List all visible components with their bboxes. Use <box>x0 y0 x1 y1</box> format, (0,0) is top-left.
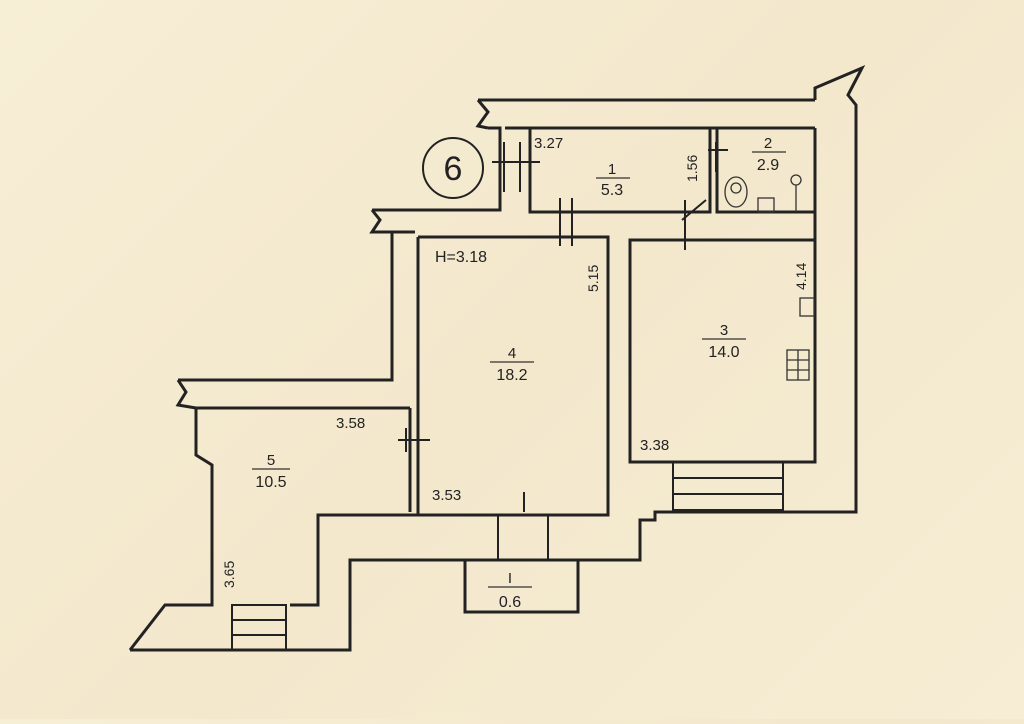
kitchen-fixtures <box>786 297 815 381</box>
room-2-label: 2 2.9 <box>752 135 786 174</box>
room-area: 5.3 <box>601 182 623 199</box>
room-area: 0.6 <box>499 594 521 611</box>
outer-walls <box>128 64 866 652</box>
room-4-label: 4 18.2 <box>490 345 534 384</box>
entrance-box <box>463 515 580 614</box>
room-number: 1 <box>608 161 616 178</box>
dimension-room1-top: 3.27 <box>534 135 563 152</box>
dimension-room4-bottom: 3.53 <box>432 487 461 504</box>
dimension-room3-side: 4.14 <box>793 263 809 290</box>
inner-walls <box>290 126 817 607</box>
room-number: I <box>508 570 512 587</box>
dimension-room1-side: 1.56 <box>684 155 700 182</box>
stairs-room-3 <box>672 461 784 511</box>
room-number: 4 <box>508 345 516 362</box>
apartment-number-badge: 6 <box>422 137 484 199</box>
bathroom-fixtures <box>724 174 802 213</box>
room-5-label: 5 10.5 <box>252 452 290 491</box>
room-number: 2 <box>764 135 772 152</box>
dimension-room3-bottom: 3.38 <box>640 437 669 454</box>
ceiling-height: H=3.18 <box>435 249 487 266</box>
room-number: 5 <box>267 452 275 469</box>
apartment-number: 6 <box>444 150 463 188</box>
room-area: 14.0 <box>708 344 739 361</box>
door-marks <box>398 142 728 512</box>
room-I-label: I 0.6 <box>488 570 532 611</box>
room-area: 18.2 <box>496 367 527 384</box>
room-3-label: 3 14.0 <box>702 322 746 361</box>
dimension-room4-side: 5.15 <box>585 265 601 292</box>
room-area: 10.5 <box>255 474 286 491</box>
room-1-label: 1 5.3 <box>596 161 630 199</box>
room-area: 2.9 <box>757 157 779 174</box>
stairs-lower-left <box>231 604 287 651</box>
dimension-room5-side: 3.65 <box>221 561 237 588</box>
room-number: 3 <box>720 322 728 339</box>
dimension-room5-top: 3.58 <box>336 415 365 432</box>
